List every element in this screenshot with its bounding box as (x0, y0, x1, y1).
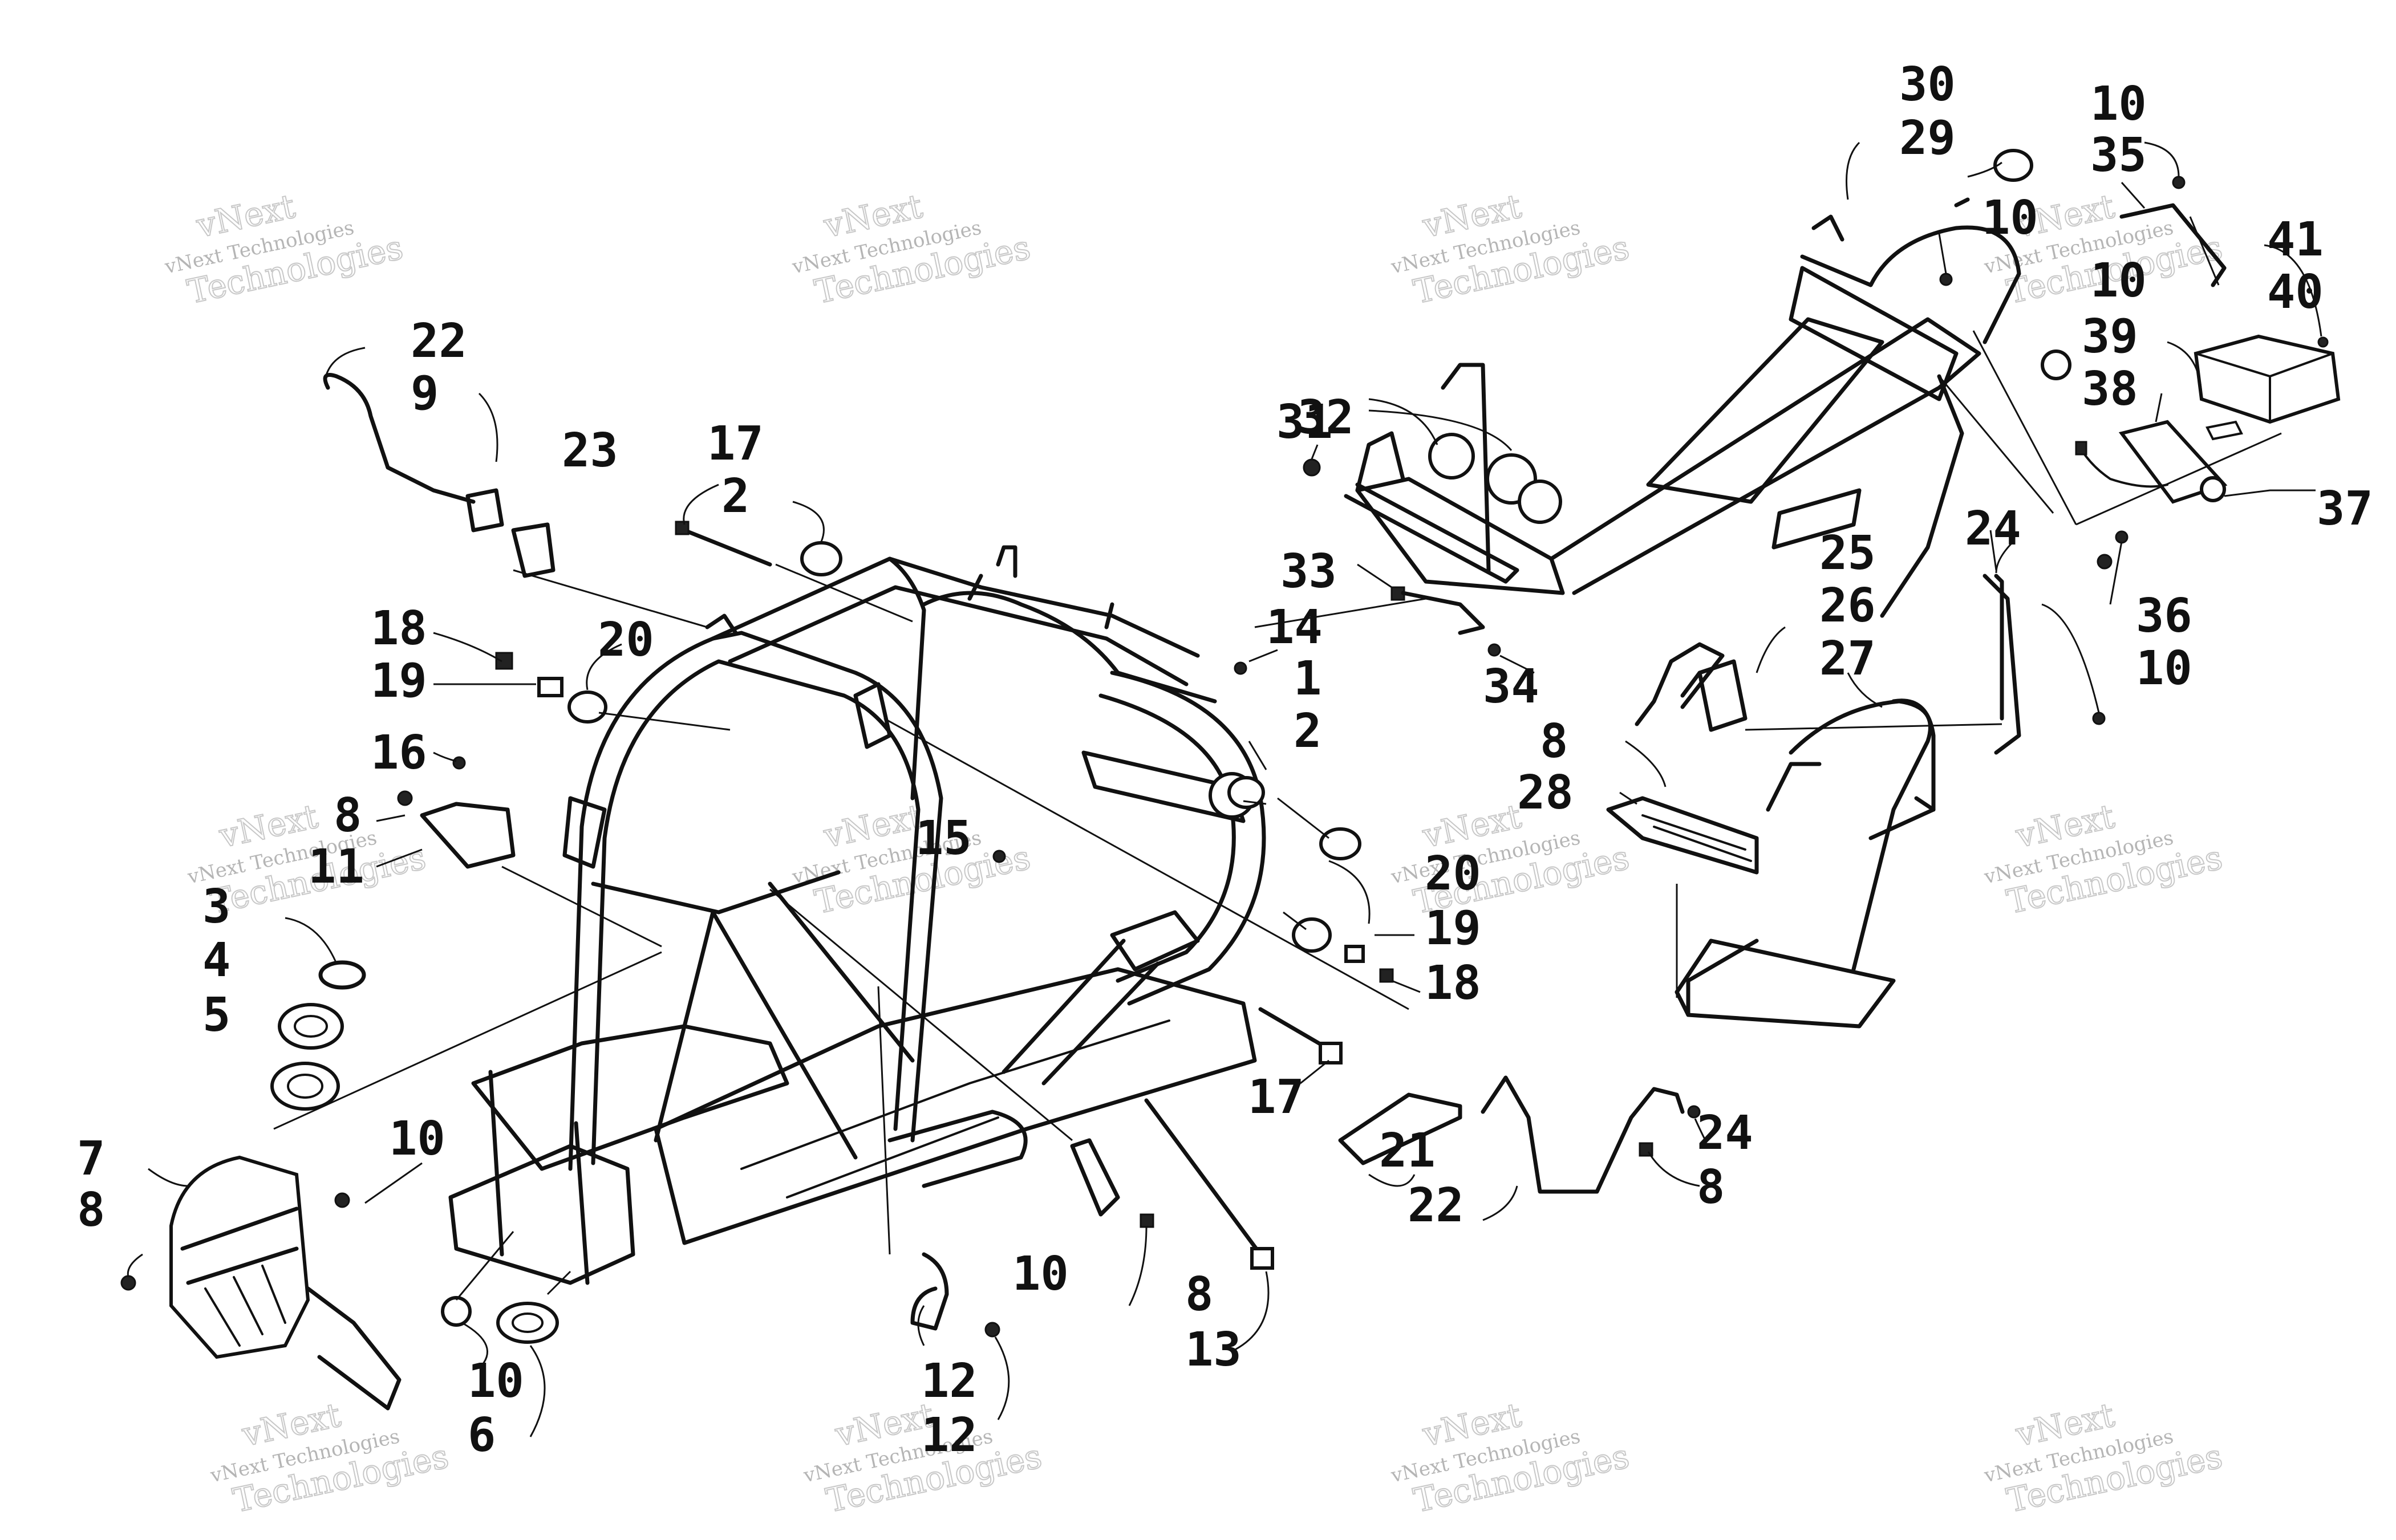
callout-21: 21 (1379, 1124, 1436, 1178)
right-footwell (1606, 574, 2021, 1029)
callout-4: 4 (202, 933, 230, 988)
callout-18-right: 18 (1425, 956, 1481, 1010)
callout-17-top: 17 (707, 417, 764, 471)
watermark: vNext vNext Technologies Technologies (1389, 796, 1633, 922)
callout-30: 30 (1899, 58, 1956, 112)
callout-29: 29 (1899, 111, 1956, 165)
callout-5: 5 (202, 988, 230, 1042)
watermark: vNext vNext Technologies Technologies (1389, 1395, 1633, 1521)
callout-26: 26 (1819, 579, 1876, 633)
callout-27: 27 (1819, 632, 1876, 686)
watermark: vNext vNext Technologies Technologies (790, 186, 1035, 312)
center-parts (675, 149, 2227, 1338)
callout-19-right: 19 (1425, 901, 1481, 956)
callout-38: 38 (2082, 362, 2138, 416)
callout-23: 23 (562, 424, 618, 478)
callout-2-right: 2 (1294, 704, 1321, 758)
callout-39: 39 (2082, 310, 2138, 364)
callout-15: 13 (1185, 1323, 1242, 1377)
callout-8-center: 8 (1185, 1267, 1213, 1322)
leader-lines (273, 216, 2282, 1301)
callout-25: 25 (1819, 526, 1876, 580)
callout-8-right: 8 (1540, 714, 1568, 769)
callout-12-left: 11 (308, 840, 364, 894)
callout-12-center: 10 (1012, 1247, 1069, 1301)
left-parts (120, 373, 607, 1411)
callout-14: 12 (921, 1408, 978, 1462)
callout-10-top-left: 9 (411, 367, 439, 421)
callout-32: 32 (1298, 391, 1354, 445)
watermark: vNext vNext Technologies Technologies (163, 186, 407, 312)
callout-13: 12 (921, 1354, 978, 1408)
callout-10-far-right: 10 (2090, 77, 2147, 131)
callout-11: 10 (2090, 254, 2147, 308)
callout-10-left: 10 (389, 1112, 445, 1166)
callout-41: 41 (2267, 213, 2324, 267)
callout-24-lower: 24 (1697, 1106, 1753, 1160)
callout-2-top: 2 (721, 469, 749, 523)
callout-33: 33 (1280, 545, 1337, 599)
callout-8-left: 8 (334, 789, 362, 843)
watermark: vNext vNext Technologies Technologies (1982, 796, 2227, 922)
callout-20-right: 20 (1425, 847, 1481, 901)
callout-16-center: 15 (915, 811, 972, 866)
callout-1: 1 (1294, 652, 1321, 706)
tail-light (2075, 334, 2341, 504)
callout-35: 35 (2090, 128, 2147, 182)
callout-10-right: 10 (2136, 641, 2192, 696)
callout-36: 36 (2136, 589, 2192, 643)
callout-3: 3 (202, 880, 230, 934)
watermark: vNext vNext Technologies Technologies (790, 796, 1035, 922)
callout-40: 40 (2267, 265, 2324, 319)
callout-24-upper: 24 (1965, 502, 2021, 556)
callout-17-lower: 17 (1248, 1070, 1304, 1124)
callout-8-lower-right: 8 (1697, 1160, 1725, 1214)
callout-37: 37 (2317, 482, 2373, 536)
callout-28: 28 (1517, 766, 1574, 820)
callout-31: 31 (1276, 395, 1333, 449)
callout-8-far-left: 8 (77, 1183, 105, 1237)
watermark: vNext vNext Technologies Technologies (1982, 1395, 2227, 1521)
callout-7: 7 (77, 1132, 105, 1186)
callout-20-left: 20 (598, 613, 654, 667)
callout-10-top-right: 10 (1982, 191, 2038, 245)
watermark: vNext vNext Technologies Technologies (208, 1395, 453, 1521)
watermark: vNext vNext Technologies Technologies (1389, 186, 1633, 312)
rear-subframe (1344, 197, 2021, 618)
callout-9: 10 (468, 1354, 524, 1408)
callout-16-left: 16 (371, 726, 427, 780)
callout-18-left: 18 (371, 602, 427, 656)
callout-16-right: 14 (1266, 600, 1323, 655)
main-frame (448, 545, 1266, 1285)
callout-labels: 22 9 23 17 2 18 20 19 16 8 11 3 4 5 10 7… (77, 58, 2373, 1462)
callout-22-top: 22 (411, 314, 467, 368)
callout-6: 6 (468, 1408, 496, 1462)
callout-34: 34 (1483, 660, 1539, 714)
callout-19-left: 19 (371, 654, 427, 708)
callout-pointers (127, 141, 2322, 1437)
callout-22-lower: 22 (1408, 1179, 1464, 1233)
